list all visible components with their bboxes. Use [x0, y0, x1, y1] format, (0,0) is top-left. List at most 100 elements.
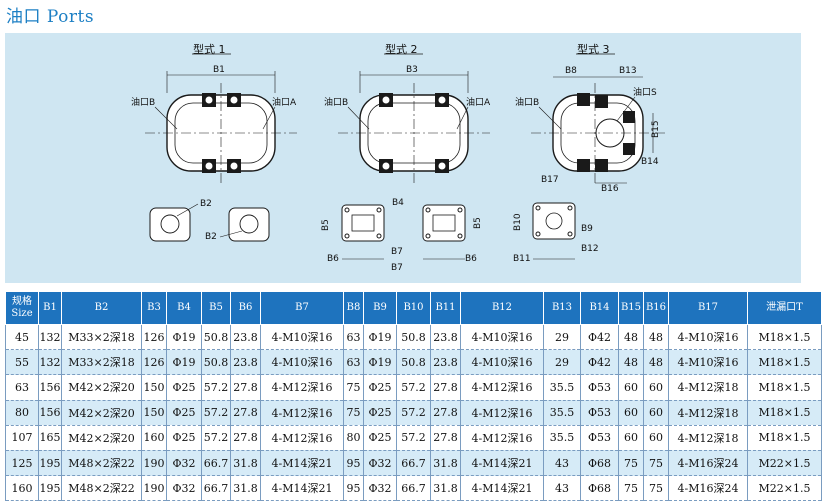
table-cell: 4-M16深24 [668, 450, 748, 477]
type2-drawing: 型式 2 B3 油口B 油口A [324, 42, 491, 183]
ports-spec-table: 规格 Size B1 B2 B3 B4 B5 B6 B7 B8 B9 B10 B… [5, 291, 822, 502]
table-cell: Φ25 [363, 374, 397, 401]
table-header: B5 [201, 291, 231, 325]
ports-diagram-panel: 型式 1 B1 油口B 油口A [5, 33, 801, 283]
table-cell: 80 [343, 425, 364, 451]
table-cell: 27.8 [430, 400, 461, 426]
table-header: B6 [230, 291, 261, 325]
type2-dim-b3: B3 [406, 65, 418, 75]
table-header: B14 [580, 291, 619, 325]
table-cell: 57.2 [396, 425, 431, 451]
table-cell: M42×2深20 [61, 400, 142, 426]
table-cell: 60 [618, 425, 644, 451]
table-cell: Φ53 [580, 374, 619, 401]
table-cell: 156 [38, 374, 62, 401]
table-cell: M22×1.5 [747, 450, 822, 477]
table-cell: 4-M14深21 [460, 450, 544, 477]
table-cell: 156 [38, 400, 62, 426]
flange-c-dim-b9: B9 [581, 224, 593, 234]
type1-dim-b1: B1 [213, 65, 225, 75]
table-cell: Φ32 [166, 475, 202, 502]
table-cell: 75 [343, 374, 364, 401]
flange-b-dim-b7-bottom: B7 [391, 263, 403, 273]
table-cell: 150 [141, 400, 167, 426]
table-cell: M48×2深22 [61, 475, 142, 502]
table-cell: M33×2深18 [61, 324, 142, 351]
table-cell: 60 [643, 425, 669, 451]
table-cell: 27.8 [430, 374, 461, 401]
table-cell: 4-M10深16 [260, 324, 344, 351]
table-cell: 190 [141, 450, 167, 477]
table-header: B7 [260, 291, 344, 325]
flange-b-dim-b6-right: B6 [465, 254, 477, 264]
table-cell: 66.7 [201, 475, 231, 502]
table-cell: 126 [141, 349, 167, 376]
table-cell: 27.8 [430, 425, 461, 451]
table-cell: 160 [141, 425, 167, 451]
table-header: B12 [460, 291, 544, 325]
table-cell: 48 [618, 349, 644, 376]
table-cell: 4-M10深16 [668, 324, 748, 351]
table-header: B17 [668, 291, 748, 325]
table-cell: 132 [38, 324, 62, 351]
table-header: B1 [38, 291, 62, 325]
table-cell: 57.2 [396, 374, 431, 401]
table-cell: 4-M12深16 [260, 374, 344, 401]
table-cell: 75 [618, 450, 644, 477]
table-cell: 43 [543, 450, 581, 477]
table-cell: 195 [38, 450, 62, 477]
table-cell: 4-M12深18 [668, 400, 748, 426]
flange-b-dim-b5-right: B5 [473, 217, 483, 229]
flange-b-dim-b4: B4 [392, 198, 404, 208]
table-cell: 75 [643, 475, 669, 502]
ports-drawing: 型式 1 B1 油口B 油口A [131, 42, 665, 273]
type3-dim-b16: B16 [601, 184, 619, 194]
table-header: B2 [61, 291, 142, 325]
table-header: B8 [343, 291, 364, 325]
table-cell: Φ19 [166, 349, 202, 376]
table-cell: 23.8 [230, 324, 261, 351]
table-cell: Φ25 [166, 425, 202, 451]
table-cell: 57.2 [201, 400, 231, 426]
type3-port-s: 油口S [633, 86, 657, 98]
table-cell: 95 [343, 475, 364, 502]
table-cell: 50.8 [396, 324, 431, 351]
table-cell: 4-M16深24 [668, 475, 748, 502]
table-cell: Φ53 [580, 400, 619, 426]
flange-b-dim-b6-left: B6 [327, 254, 339, 264]
table-cell: Φ19 [363, 324, 397, 351]
table-cell: M33×2深18 [61, 349, 142, 376]
table-cell: 4-M10深16 [260, 349, 344, 376]
table-cell: 4-M14深21 [460, 475, 544, 502]
table-cell: Φ32 [363, 475, 397, 502]
type1-label: 型式 1 [193, 42, 226, 56]
table-cell: 55 [5, 349, 39, 376]
table-cell: 190 [141, 475, 167, 502]
type3-dim-b15: B15 [651, 120, 661, 138]
type3-drawing: 型式 3 B8 B13 B15 B14 B16 B17 油口B 油口S [515, 42, 665, 194]
table-cell: 160 [5, 475, 39, 502]
table-cell: 57.2 [201, 374, 231, 401]
table-cell: 60 [643, 400, 669, 426]
flange-a-dim-b2-top: B2 [200, 199, 212, 209]
table-cell: Φ42 [580, 324, 619, 351]
table-cell: 125 [5, 450, 39, 477]
table-cell: 48 [643, 349, 669, 376]
table-cell: 63 [343, 324, 364, 351]
table-header: B10 [396, 291, 431, 325]
table-header: B4 [166, 291, 202, 325]
table-cell: 29 [543, 324, 581, 351]
type3-dim-b14: B14 [641, 157, 659, 167]
table-cell: 45 [5, 324, 39, 351]
table-cell: 57.2 [396, 400, 431, 426]
type2-port-b: 油口B [324, 96, 348, 108]
table-cell: 66.7 [396, 450, 431, 477]
table-cell: 4-M12深16 [460, 374, 544, 401]
table-cell: 23.8 [430, 324, 461, 351]
flange-a-dim-b2-bottom: B2 [205, 232, 217, 242]
table-cell: 23.8 [230, 349, 261, 376]
table-cell: 60 [643, 374, 669, 401]
table-cell: 107 [5, 425, 39, 451]
